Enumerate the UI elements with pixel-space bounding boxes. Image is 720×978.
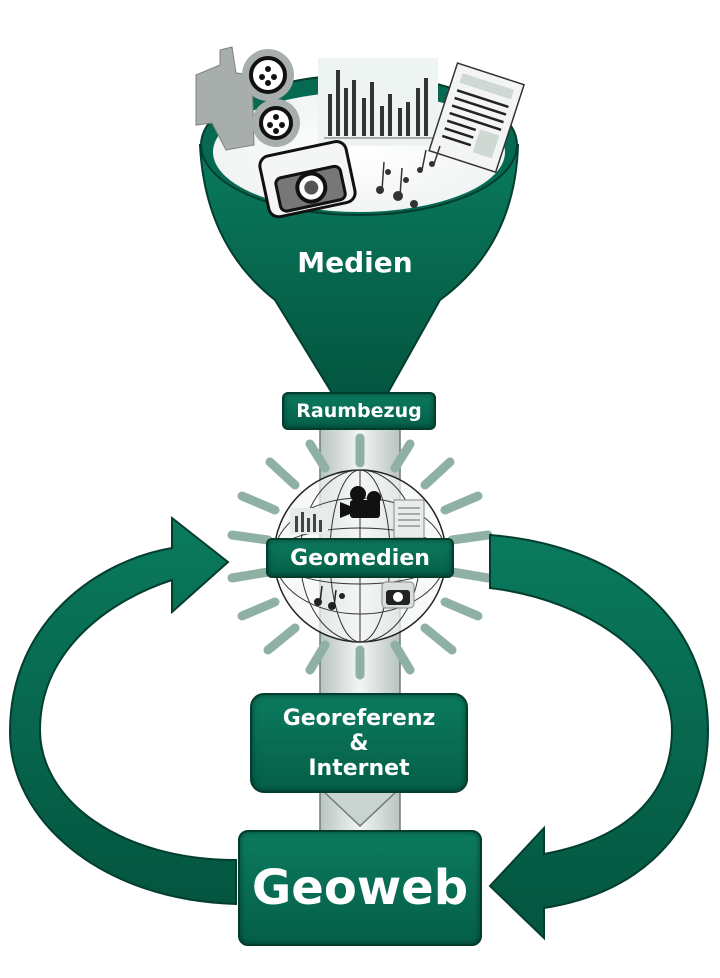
bar-chart-icon: [318, 58, 438, 146]
newspaper-icon: [428, 62, 526, 174]
georeferenz-label: Georeferenz: [282, 705, 436, 731]
video-camera-icon: [195, 46, 300, 151]
right-cycle-arrow: [488, 533, 710, 941]
ampersand-label: &: [349, 730, 369, 756]
photo-camera-icon: [258, 140, 357, 219]
globe-video-camera-icon: [340, 486, 381, 518]
georeferenz-internet-box: Georeferenz & Internet: [250, 693, 468, 793]
geoweb-label: Geoweb: [251, 860, 469, 916]
raumbezug-box: Raumbezug: [282, 392, 436, 430]
left-cycle-arrow: [8, 515, 237, 906]
globe-music-notes-icon: [314, 585, 345, 610]
globe-bar-chart-icon: [290, 508, 328, 534]
geoweb-box: Geoweb: [238, 830, 482, 946]
internet-label: Internet: [308, 755, 410, 781]
people-silhouettes: [227, 433, 493, 680]
globe-newspaper-icon: [393, 499, 425, 539]
funnel-label: Medien: [297, 246, 413, 279]
raumbezug-label: Raumbezug: [296, 400, 422, 422]
globe-photo-camera-icon: [381, 581, 415, 609]
music-notes-icon: [376, 145, 441, 208]
geomedien-label: Geomedien: [290, 545, 430, 571]
geomedien-box: Geomedien: [266, 538, 454, 578]
